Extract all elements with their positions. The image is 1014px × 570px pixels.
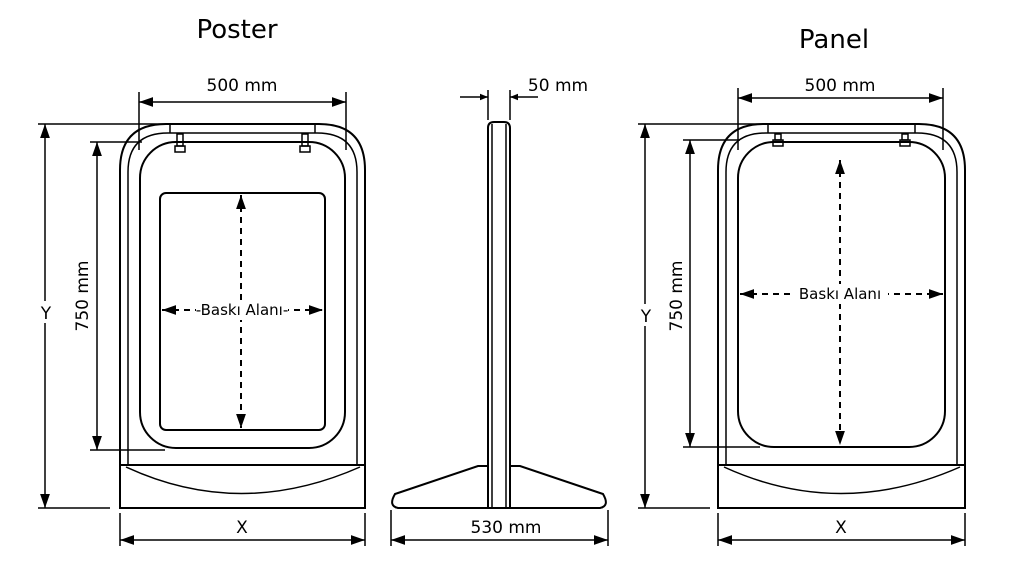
- side-pole: [487, 121, 511, 508]
- panel-base: [717, 464, 966, 509]
- poster-width-label: 500 mm: [207, 76, 278, 96]
- side-base-dimension: 530 mm: [390, 510, 609, 546]
- panel-view: Panel 500 mm Baskı Alanı: [636, 25, 966, 546]
- side-depth-label: 50 mm: [528, 76, 588, 96]
- poster-width-dimension: 500 mm: [138, 76, 347, 150]
- panel-width-label: 500 mm: [805, 76, 876, 96]
- side-base-label: 530 mm: [471, 518, 542, 538]
- poster-overall-height-label: Y: [40, 304, 52, 324]
- poster-view: Poster 500 mm -Baskı Alanı-: [36, 15, 366, 546]
- panel-overall-width-dimension: X: [717, 513, 966, 546]
- side-base: [391, 465, 607, 509]
- panel-print-area-label: Baskı Alanı: [799, 285, 881, 303]
- side-view: 50 mm 530 mm: [390, 76, 609, 546]
- poster-frame: [119, 123, 366, 465]
- side-depth-dimension: 50 mm: [460, 76, 588, 120]
- poster-overall-height-dimension: Y: [36, 123, 166, 509]
- poster-overall-width-label: X: [236, 518, 248, 538]
- panel-print-area: [737, 141, 946, 448]
- poster-height-label: 750 mm: [73, 261, 93, 332]
- poster-title: Poster: [196, 15, 277, 45]
- panel-height-dimension: 750 mm: [667, 139, 760, 448]
- panel-height-label: 750 mm: [667, 261, 687, 332]
- panel-frame: [717, 123, 966, 465]
- poster-print-area: [159, 192, 326, 431]
- panel-width-dimension: 500 mm: [737, 76, 944, 150]
- panel-title: Panel: [799, 25, 869, 55]
- poster-overall-width-dimension: X: [119, 513, 366, 546]
- panel-overall-height-label: Y: [640, 307, 652, 327]
- panel-overall-width-label: X: [835, 518, 847, 538]
- poster-base: [119, 464, 366, 509]
- panel-overall-height-dimension: Y: [636, 123, 764, 509]
- poster-print-area-label: -Baskı Alanı-: [196, 301, 289, 319]
- poster-height-dimension: 750 mm: [73, 141, 165, 451]
